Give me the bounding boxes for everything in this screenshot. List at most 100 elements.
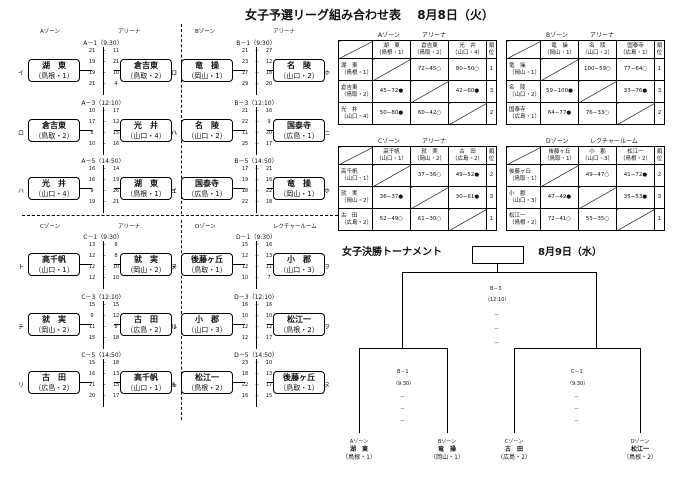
team-box: 小 郡 （山口・3） [181, 313, 233, 336]
score-right: 15 [112, 130, 120, 136]
score-left: 23 [241, 360, 249, 366]
side-letter: ヲ [323, 324, 330, 331]
score-left: 22 [241, 119, 249, 125]
score-right: 8 [114, 324, 118, 330]
header-team-cell: 松江一（鳥根・2） [616, 146, 655, 165]
result-cell [540, 58, 579, 81]
center-line [256, 47, 257, 95]
team-pref: （鳥根・2） [279, 326, 319, 334]
table-row: 名 陵（山口・2）59−100●33−76●3 [506, 80, 665, 103]
zone-label: Aゾーン [40, 29, 60, 35]
team-box: 光 井（山口・4） [120, 119, 172, 142]
table-zone-label: Dゾーン [546, 138, 569, 145]
team-box: 国泰寺（広島・1） [181, 177, 233, 200]
team-name: 松江一 [627, 149, 644, 155]
row-team-cell: 湖 東（鳥根・1） [338, 58, 373, 81]
result-cell: 60−42○ [410, 102, 449, 125]
score-dash: − [254, 382, 260, 388]
team-pref: （鳥取・1） [187, 266, 227, 274]
team-name: 高千帆 [134, 373, 158, 382]
team-pref: （鳥根・2） [187, 384, 227, 392]
result-cell [616, 208, 655, 231]
team-box: 倉吉東（鳥取・2） [28, 119, 80, 142]
score-left: 19 [88, 59, 96, 65]
center-line [103, 165, 104, 213]
center-line [103, 107, 104, 155]
table-header-row: 後藤ヶ丘（鳥取・1）小 郡（山口・3）松江一（鳥根・2）順位 [506, 146, 665, 165]
team-box: 古 田（広島・2） [120, 313, 172, 336]
team-name: 就 実 [341, 191, 358, 197]
score-dash: − [254, 59, 260, 65]
rank-cell: 1 [654, 58, 665, 81]
score-left: 23 [241, 59, 249, 65]
side-letter: ヲ [323, 264, 330, 271]
row-team-cell: 就 実（岡山・2） [338, 186, 373, 209]
score-right: 7 [267, 275, 271, 281]
score-dash: − [101, 360, 107, 366]
team-pref: （岡山・1） [279, 190, 319, 198]
side-letter: ロ [170, 70, 177, 77]
connector-line [114, 70, 120, 71]
score-right: 21 [112, 59, 120, 65]
team-name: 名 陵 [509, 85, 526, 91]
rank-header: 順位 [486, 146, 497, 165]
league-table: 後藤ヶ丘（鳥取・1）小 郡（山口・3）松江一（鳥根・2）順位後藤ヶ丘（鳥取・1）… [506, 146, 665, 231]
result-cell: 50−80● [372, 102, 411, 125]
score-right: 16 [265, 177, 273, 183]
corner-cell [338, 40, 373, 59]
team-pref: （山口・3） [187, 326, 227, 334]
team-name: 小 郡 [195, 315, 219, 324]
score-dash: − [254, 302, 260, 308]
connector-line [233, 188, 245, 189]
result-cell: 45−72● [372, 80, 411, 103]
header-team-cell: 倉吉東（鳥取・2） [410, 40, 449, 59]
team-pref: （鳥根・1） [341, 69, 372, 76]
score-dash: − [254, 242, 260, 248]
team-pref: （岡山・1） [544, 49, 575, 56]
score-right: 18 [112, 335, 120, 341]
team-pref: （山口・2） [582, 49, 613, 56]
score-dash: − [254, 324, 260, 330]
header-team-cell: 古 田（広島・2） [448, 146, 487, 165]
bracket-line [514, 348, 515, 433]
score-dash: − [254, 141, 260, 147]
team-name: 古 田 [42, 373, 66, 382]
result-cell: 72−45○ [410, 58, 449, 81]
result-cell [448, 208, 487, 231]
connector-line [114, 324, 120, 325]
side-letter: ニ [170, 188, 177, 195]
match-code: A－5（14:50） [81, 158, 125, 165]
side-letter: リ [170, 324, 177, 331]
team-name: 国泰寺 [509, 107, 526, 113]
score-dash: − [101, 371, 107, 377]
score-right: 4 [114, 81, 118, 87]
row-team-cell: 古 田（広島・2） [338, 208, 373, 231]
team-box: 国泰寺（広島・1） [273, 119, 325, 142]
semi-time: （9:30） [567, 381, 589, 387]
table-row: 光 井（山口・4）50−80●60−42○2 [338, 102, 497, 125]
team-pref: （広島・1） [187, 190, 227, 198]
match-code: C－5（14:50） [81, 352, 125, 359]
team-name: 小 郡 [287, 255, 311, 264]
score-dash: − [101, 188, 107, 194]
league-table: 高千帆（山口・1）就 実（岡山・2）古 田（広島・2）順位高千帆（山口・1）37… [338, 146, 497, 231]
side-letter: ル [170, 324, 177, 331]
score-right: 19 [112, 177, 120, 183]
score-left: 12 [88, 275, 96, 281]
league-table: 湖 東（鳥根・1）倉吉東（鳥取・2）光 井（山口・4）順位湖 東（鳥根・1）72… [338, 40, 497, 125]
score-dash: − [254, 48, 260, 54]
score-left: 18 [241, 371, 249, 377]
score-left: 8 [90, 130, 94, 136]
row-team-cell: 光 井（山口・4） [338, 102, 373, 125]
team-pref: （岡山・2） [414, 155, 445, 162]
bracket-line [497, 263, 498, 273]
score-left: 11 [88, 324, 96, 330]
team-box: 高千帆（山口・1） [120, 371, 172, 394]
result-cell: 36−37● [372, 186, 411, 209]
score-dash: － [400, 394, 406, 400]
entry-pref: （広島・2） [497, 454, 531, 461]
score-left: 21 [241, 108, 249, 114]
team-name: 名 陵 [589, 43, 606, 49]
score-dash: − [254, 188, 260, 194]
